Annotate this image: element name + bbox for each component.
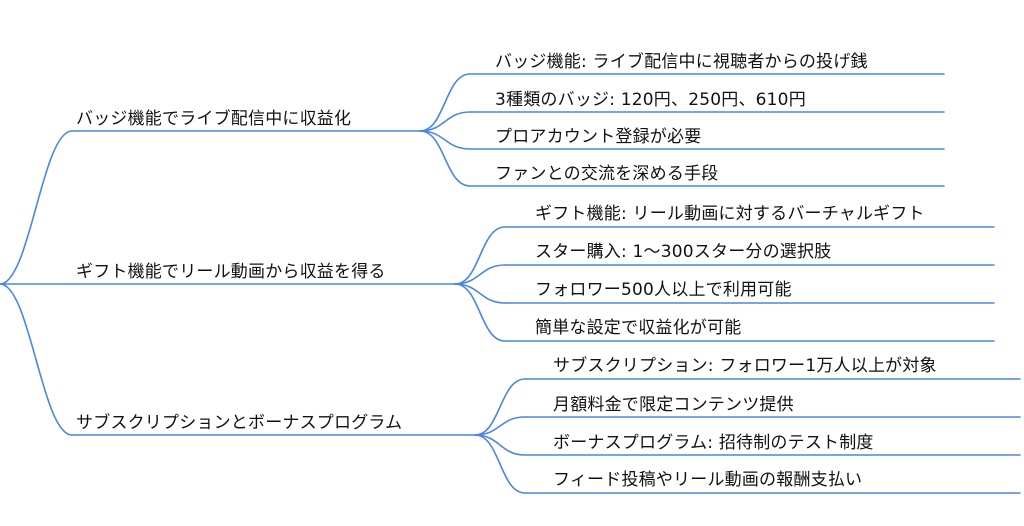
connector-root-branch-3 — [0, 283, 73, 436]
leaf-gift-1: ギフト機能: リール動画に対するバーチャルギフト — [535, 204, 925, 224]
connector-branch-2-leaf-4 — [454, 283, 506, 342]
leaf-gift-4: 簡単な設定で収益化が可能 — [535, 318, 742, 338]
connector-branch-3-leaf-1 — [474, 378, 526, 436]
branch-label-badge: バッジ機能でライブ配信中に収益化 — [76, 109, 352, 129]
connector-branch-1-leaf-4 — [419, 130, 471, 187]
connector-branch-2-leaf-1 — [454, 226, 506, 285]
connector-branch-1-leaf-2 — [419, 111, 471, 132]
connector-branch-3-leaf-2 — [474, 416, 526, 436]
connector-branch-1-leaf-1 — [419, 73, 471, 132]
leaf-gift-2: スター購入: 1〜300スター分の選択肢 — [535, 242, 832, 262]
connector-branch-3-leaf-3 — [474, 434, 526, 456]
leaf-badge-3: プロアカウント登録が必要 — [495, 127, 702, 147]
leaf-badge-2: 3種類のバッジ: 120円、250円、610円 — [495, 90, 806, 110]
leaf-sub-1: サブスクリプション: フォロワー1万人以上が対象 — [553, 356, 937, 376]
leaf-sub-4: フィード投稿やリール動画の報酬支払い — [553, 470, 863, 490]
leaf-badge-4: ファンとの交流を深める手段 — [495, 164, 719, 184]
connector-branch-3-leaf-4 — [474, 434, 526, 494]
leaf-sub-3: ボーナスプログラム: 招待制のテスト制度 — [553, 433, 874, 453]
branch-label-gift: ギフト機能でリール動画から収益を得る — [76, 262, 386, 282]
leaf-sub-2: 月額料金で限定コンテンツ提供 — [553, 395, 794, 415]
leaf-gift-3: フォロワー500人以上で利用可能 — [535, 280, 792, 300]
connector-branch-2-leaf-2 — [454, 264, 506, 285]
leaf-badge-1: バッジ機能: ライブ配信中に視聴者からの投げ銭 — [495, 52, 868, 72]
branch-label-subscription: サブスクリプションとボーナスプログラム — [76, 413, 403, 433]
connector-root-branch-1 — [0, 130, 73, 285]
